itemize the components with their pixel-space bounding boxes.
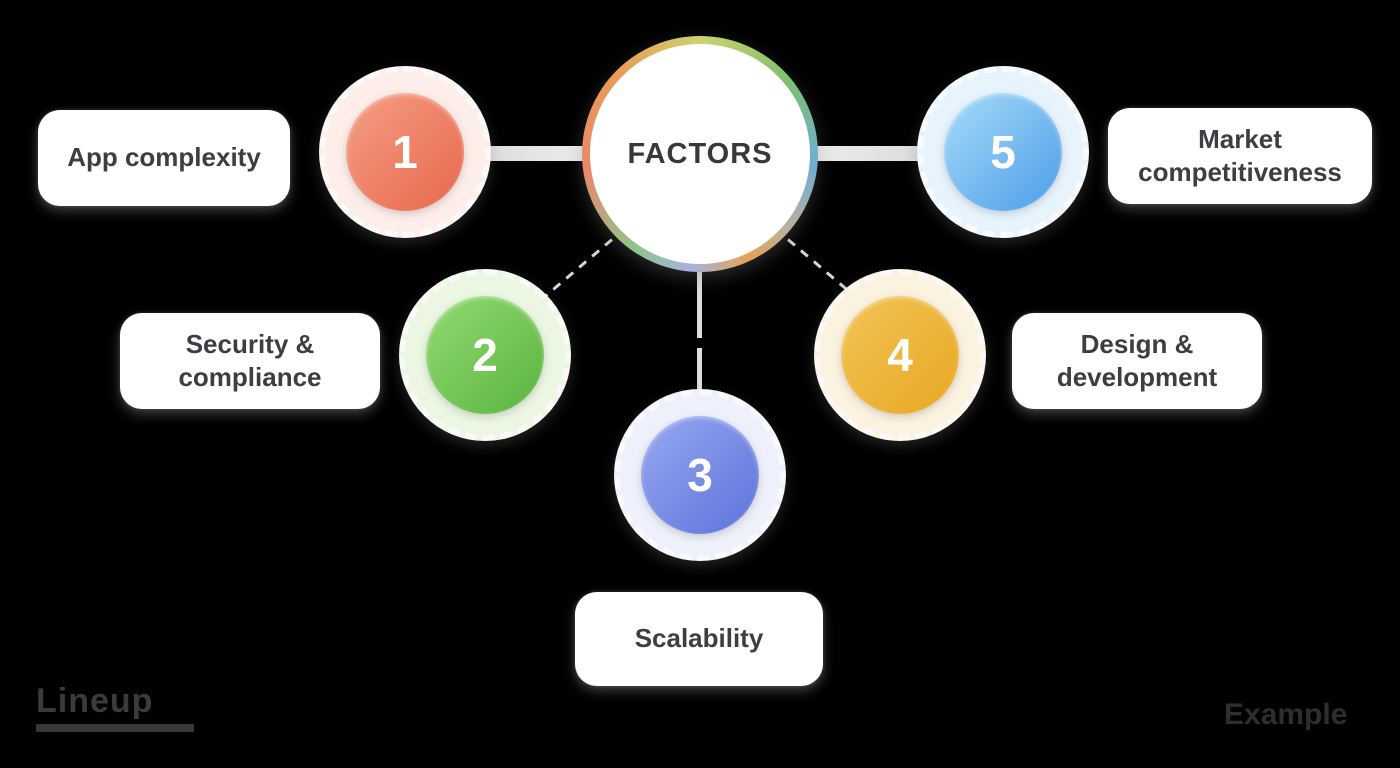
factor-node-2: 2 xyxy=(399,269,571,441)
factor-node-5: 5 xyxy=(917,66,1089,238)
factor-node-4: 4 xyxy=(814,269,986,441)
factor-number-3: 3 xyxy=(687,449,713,501)
watermark-text: Example xyxy=(1224,698,1348,731)
connector-center-to-node3 xyxy=(697,272,702,392)
label-design-development: Design & development xyxy=(1012,313,1262,409)
factor-circle-1: 1 xyxy=(346,93,464,211)
label-app-complexity: App complexity xyxy=(38,110,290,206)
factor-number-4: 4 xyxy=(887,329,913,381)
factor-number-1: 1 xyxy=(392,126,418,178)
connector-center-to-node2 xyxy=(544,238,613,298)
label-text-4: Design & development xyxy=(1056,328,1218,392)
center-title: FACTORS xyxy=(627,137,773,170)
label-text-5: Market competitiveness xyxy=(1138,123,1342,187)
factor-number-5: 5 xyxy=(990,126,1016,178)
label-text-1: App complexity xyxy=(67,142,261,173)
label-market-competitiveness: Market competitiveness xyxy=(1108,108,1372,204)
factor-circle-4: 4 xyxy=(841,296,959,414)
brand-logo-tagline-bar xyxy=(36,724,194,732)
label-text-2: Security & compliance xyxy=(178,328,322,392)
center-circle: FACTORS xyxy=(590,44,810,264)
label-text-3: Scalability xyxy=(634,623,764,654)
factor-node-3: 3 xyxy=(614,389,786,561)
factor-circle-5: 5 xyxy=(944,93,1062,211)
factor-node-1: 1 xyxy=(319,66,491,238)
brand-logo-text: Lineup xyxy=(36,682,154,720)
label-scalability: Scalability xyxy=(575,592,823,686)
connector-center-to-node1 xyxy=(476,146,584,161)
connector-center-to-node5 xyxy=(816,146,920,161)
factor-circle-3: 3 xyxy=(641,416,759,534)
brand-logo: Lineup xyxy=(36,684,194,732)
factor-circle-2: 2 xyxy=(426,296,544,414)
center-circle-ring: FACTORS xyxy=(582,36,818,272)
factor-number-2: 2 xyxy=(472,329,498,381)
label-security-compliance: Security & compliance xyxy=(120,313,380,409)
